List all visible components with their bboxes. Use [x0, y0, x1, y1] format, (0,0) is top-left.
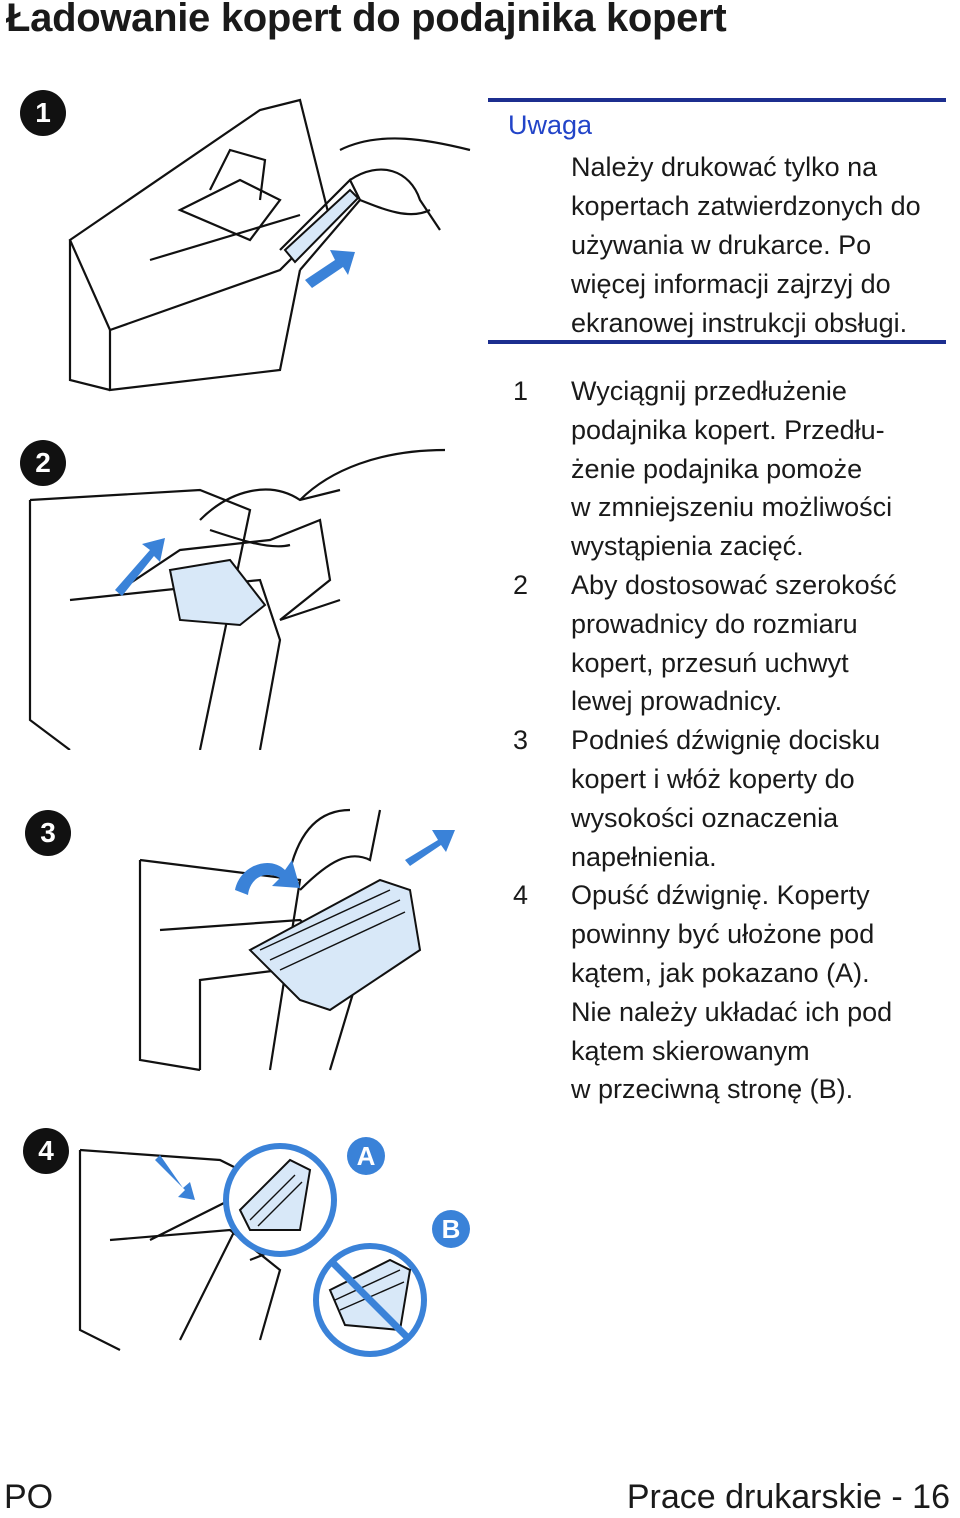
page-title: Ładowanie kopert do podajnika kopert	[6, 0, 727, 40]
step-text: Wyciągnij przedłużenie podajnika kopert.…	[571, 376, 893, 562]
illustration-extend-tray	[68, 98, 471, 392]
illustration-lower-lever	[78, 1143, 427, 1357]
illustration-load-envelopes	[138, 808, 455, 1072]
step-number: 1	[513, 376, 529, 406]
step-badge-3: 3	[25, 810, 71, 856]
illustration-adjust-guide	[28, 448, 446, 750]
step-badge-2: 2	[20, 440, 66, 486]
step-badge-4: 4	[23, 1128, 69, 1174]
step-number: 2	[513, 569, 529, 600]
steps-list: 1 Wyciągnij przedłużenie podajnika koper…	[508, 372, 948, 1109]
step-number: 4	[513, 880, 529, 911]
step-item: 3 Podnieś dźwignię docisku kopert i włóż…	[508, 721, 948, 876]
step-text: Podnieś dźwignię docisku kopert i włóż k…	[571, 725, 881, 872]
step-badge-1: 1	[20, 90, 66, 136]
note-text: Należy drukować tylko na kopertach zatwi…	[571, 152, 921, 338]
callout-b: B	[432, 1210, 470, 1248]
footer-language-code: PO	[4, 1478, 54, 1516]
step-item: 1 Wyciągnij przedłużenie podajnika koper…	[508, 372, 948, 566]
callout-a: A	[347, 1137, 385, 1175]
footer-page-label: Prace drukarskie - 16	[626, 1478, 950, 1516]
note-heading: Uwaga	[508, 110, 593, 140]
step-text: Aby dostosować szerokość prowadnicy do r…	[571, 569, 897, 717]
step-number: 3	[513, 725, 529, 756]
step-item: 2 Aby dostosować szerokość prowadnicy do…	[508, 566, 948, 721]
step-text: Opuść dźwignię. Koperty powinny być ułoż…	[571, 880, 893, 1105]
step-item: 4 Opuść dźwignię. Koperty powinny być uł…	[508, 876, 948, 1109]
note-box: Uwaga Należy drukować tylko na kopertach…	[488, 98, 946, 344]
